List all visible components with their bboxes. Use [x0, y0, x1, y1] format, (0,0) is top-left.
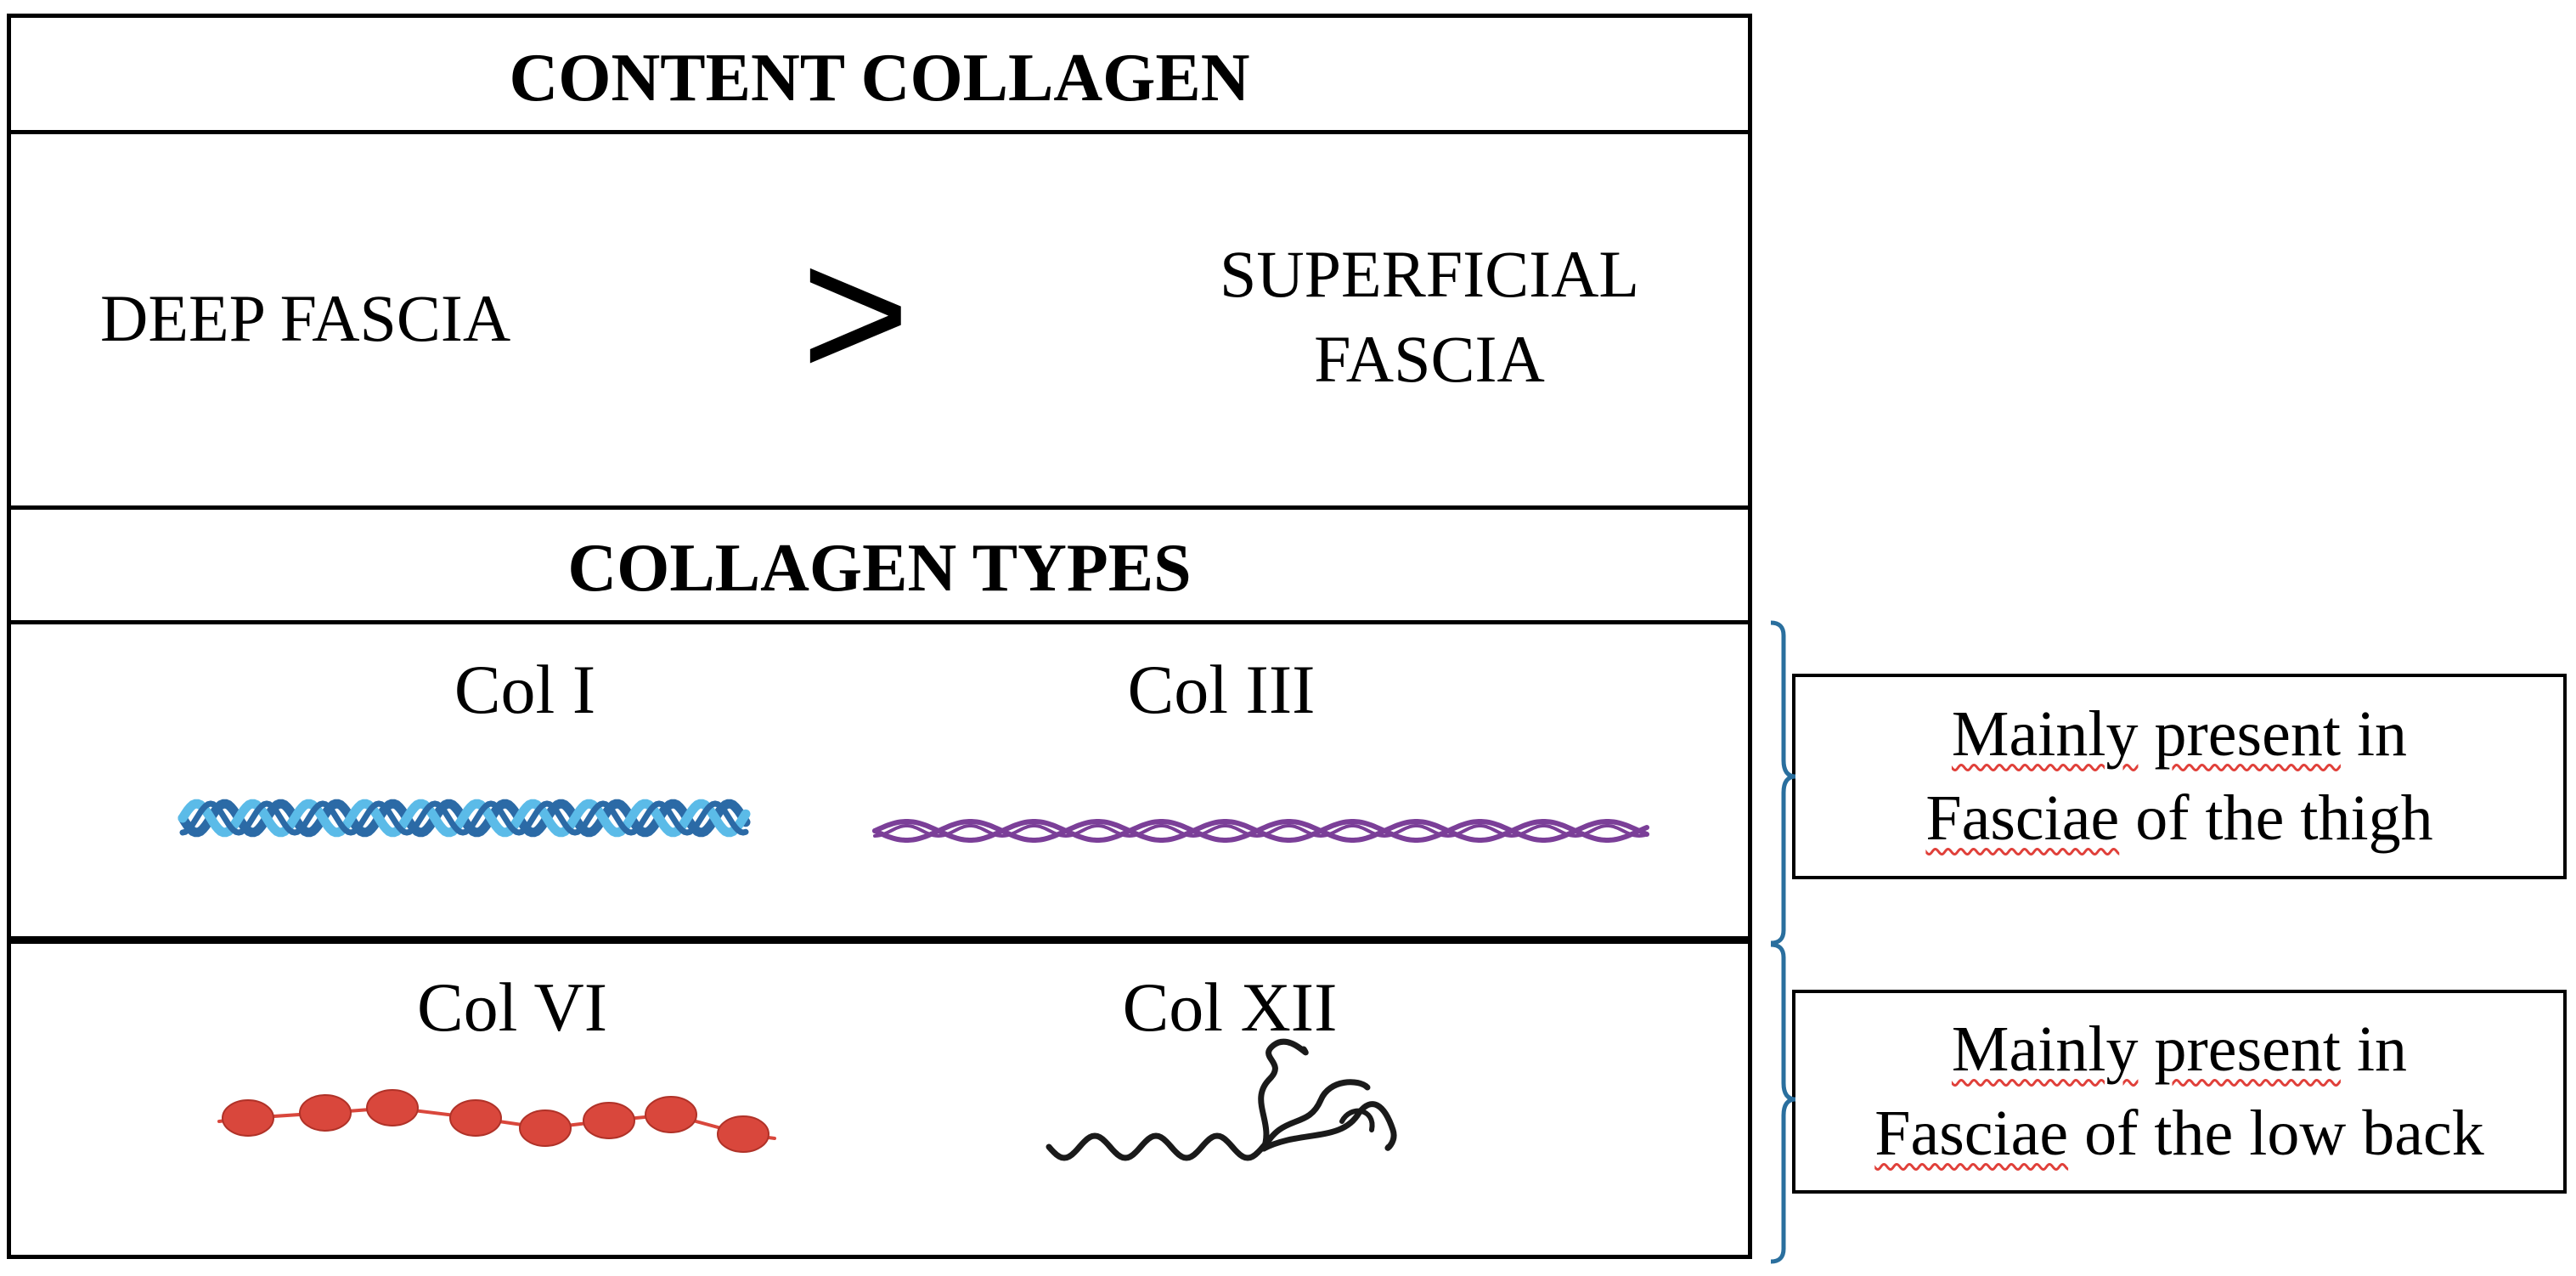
- greater-than-sign: >: [801, 208, 910, 417]
- thigh-note-word-mainly: Mainly: [1951, 698, 2139, 771]
- col-xii-label: Col XII: [1122, 968, 1338, 1046]
- back-note-line1: Mainly present in: [1952, 1008, 2407, 1092]
- col-xii-fiber-icon: [1046, 1038, 1397, 1161]
- superficial-label-line2: FASCIA: [1314, 322, 1545, 396]
- col-i-label: Col I: [454, 651, 596, 728]
- thigh-note-line1: Mainly present in: [1952, 692, 2407, 776]
- thigh-note-line2: Fasciae of the thigh: [1925, 776, 2432, 861]
- col-i-fiber-icon: [178, 799, 751, 838]
- collagen-types-header-box: COLLAGEN TYPES: [7, 505, 1752, 624]
- thigh-note-line1-rest: in: [2340, 698, 2408, 771]
- col-vi-label: Col VI: [416, 968, 608, 1046]
- back-note-line2: Fasciae of the low back: [1874, 1092, 2484, 1176]
- col-vi-beads-icon: [217, 1089, 776, 1153]
- thigh-collagen-box: Col I Col III: [7, 620, 1752, 941]
- back-bracket: [1770, 942, 1796, 1264]
- col-iii-fiber-icon: [872, 819, 1649, 843]
- back-collagen-box: Col VI Col XII: [7, 936, 1752, 1259]
- back-note-line2-rest: of the low back: [2068, 1098, 2484, 1169]
- thigh-note-word-present: present: [2154, 698, 2341, 771]
- back-note-word-mainly: Mainly: [1951, 1013, 2139, 1086]
- thigh-note-word-fasciae: Fasciae: [1925, 782, 2120, 854]
- back-note-word-fasciae: Fasciae: [1874, 1098, 2069, 1169]
- superficial-label-line1: SUPERFICIAL: [1219, 237, 1640, 311]
- deep-fascia-label: DEEP FASCIA: [100, 281, 511, 355]
- collagen-types-heading: COLLAGEN TYPES: [567, 531, 1192, 606]
- superficial-fascia-label: SUPERFICIAL FASCIA: [1192, 232, 1667, 402]
- thigh-bracket: [1770, 620, 1796, 946]
- thigh-note-box: Mainly present in Fasciae of the thigh: [1792, 674, 2567, 879]
- back-note-line1-rest: in: [2340, 1013, 2408, 1086]
- col-iii-label: Col III: [1127, 651, 1316, 728]
- content-collagen-header-box: CONTENT COLLAGEN: [7, 14, 1752, 134]
- back-note-box: Mainly present in Fasciae of the low bac…: [1792, 990, 2567, 1194]
- content-collagen-heading: CONTENT COLLAGEN: [509, 41, 1250, 116]
- back-note-word-present: present: [2154, 1013, 2341, 1086]
- thigh-note-line2-rest: of the thigh: [2119, 782, 2433, 854]
